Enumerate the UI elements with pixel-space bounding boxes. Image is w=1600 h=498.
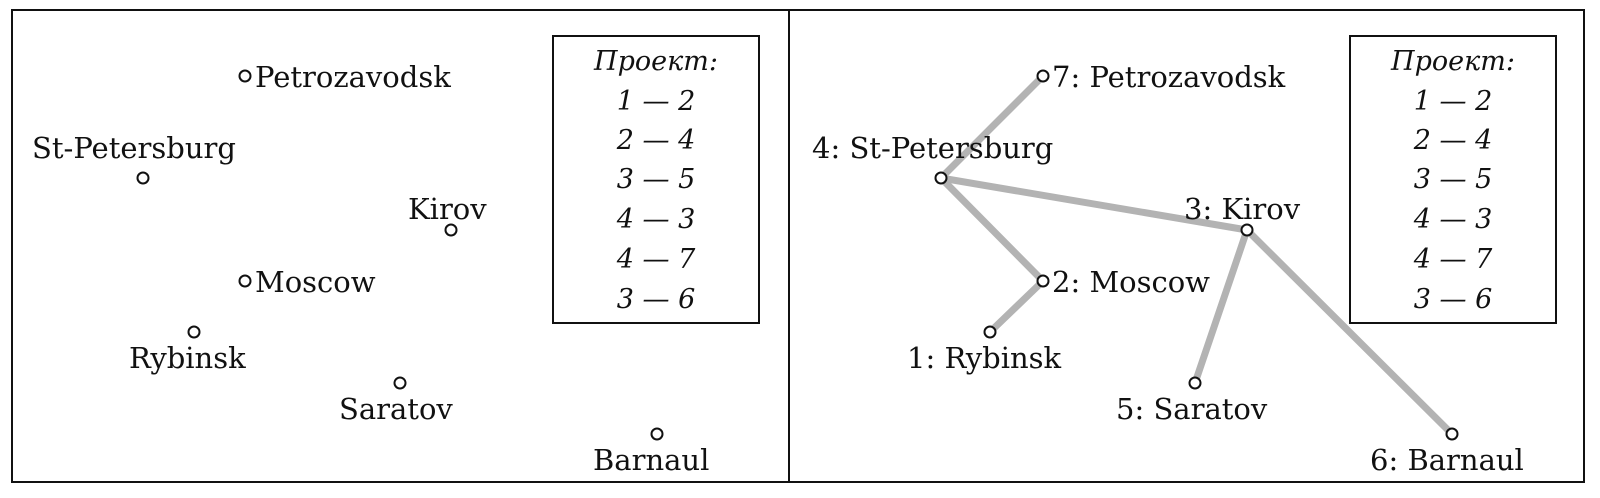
right-city-barnaul: 6: Barnaul [1370,427,1524,477]
right-city-petrozavodsk: 7: Petrozavodsk [1036,60,1286,94]
legend-item: 4 — 3 [616,204,696,235]
city-node [1036,69,1050,83]
city-label: 3: Kirov [1184,192,1301,226]
city-label: Saratov [339,392,453,426]
outer-frame [11,9,1585,483]
city-label: 7: Petrozavodsk [1052,60,1286,94]
edge-3-5 [1191,226,1251,387]
legend-item: 1 — 2 [617,86,696,117]
left-city-saratov: Saratov [339,376,453,426]
right-city-moscow: 2: Moscow [1036,265,1210,299]
legend-item: 4 — 3 [1413,204,1493,235]
city-label: 6: Barnaul [1370,443,1524,477]
legend-box [1349,35,1557,324]
right-city-saratov: 5: Saratov [1116,376,1268,426]
city-node [238,274,252,288]
right-city-rybinsk: 1: Rybinsk [907,325,1062,375]
left-city-barnaul: Barnaul [593,427,709,477]
city-label: Moscow [255,265,376,299]
legend-item: 2 — 4 [616,125,696,156]
legend-item: 3 — 6 [617,284,696,315]
edge-1-2 [986,277,1047,336]
city-node [650,427,664,441]
left-panel: Petrozavodsk St-Petersburg Kirov Moscow … [32,35,760,477]
edge-2-4 [937,174,1047,285]
city-node [393,376,407,390]
city-node [1445,427,1459,441]
city-node [934,171,948,185]
left-legend: Проект: 1 — 2 2 — 4 3 — 5 4 — 3 4 — 7 3 … [552,35,760,324]
city-label: 1: Rybinsk [907,341,1062,375]
legend-item: 4 — 7 [1413,244,1493,275]
legend-item: 3 — 5 [1414,164,1493,195]
legend-title: Проект: [1390,46,1515,77]
city-node [238,69,252,83]
city-node [136,171,150,185]
legend-item: 2 — 4 [1413,125,1493,156]
city-node [1240,223,1254,237]
city-node [1036,274,1050,288]
city-label: Rybinsk [129,341,246,375]
city-node [444,223,458,237]
left-city-petrozavodsk: Petrozavodsk [238,60,451,94]
right-city-st-petersburg: 4: St-Petersburg [812,131,1053,185]
legend-item: 3 — 6 [1414,284,1493,315]
right-panel: 7: Petrozavodsk 4: St-Petersburg 3: Kiro… [812,35,1557,477]
legend-item: 3 — 5 [617,164,696,195]
legend-item: 4 — 7 [616,244,696,275]
city-label: Kirov [408,192,487,226]
city-label: Petrozavodsk [255,60,451,94]
edge-4-7 [937,72,1047,182]
right-city-kirov: 3: Kirov [1184,192,1301,237]
city-label: 2: Moscow [1052,265,1210,299]
city-node [187,325,201,339]
city-label: 4: St-Petersburg [812,131,1053,165]
right-legend: Проект: 1 — 2 2 — 4 3 — 5 4 — 3 4 — 7 3 … [1349,35,1557,324]
left-city-st-petersburg: St-Petersburg [32,131,236,185]
city-label: 5: Saratov [1116,392,1268,426]
left-city-rybinsk: Rybinsk [129,325,246,375]
legend-item: 1 — 2 [1414,86,1493,117]
city-label: St-Petersburg [32,131,236,165]
city-label: Barnaul [593,443,709,477]
edges-layer [937,72,1456,438]
city-node [983,325,997,339]
legend-title: Проект: [593,46,718,77]
legend-box [552,35,760,324]
edge-3-6 [1243,226,1456,438]
left-city-moscow: Moscow [238,265,376,299]
city-node [1188,376,1202,390]
edge-4-3 [937,174,1251,234]
left-city-kirov: Kirov [408,192,487,237]
